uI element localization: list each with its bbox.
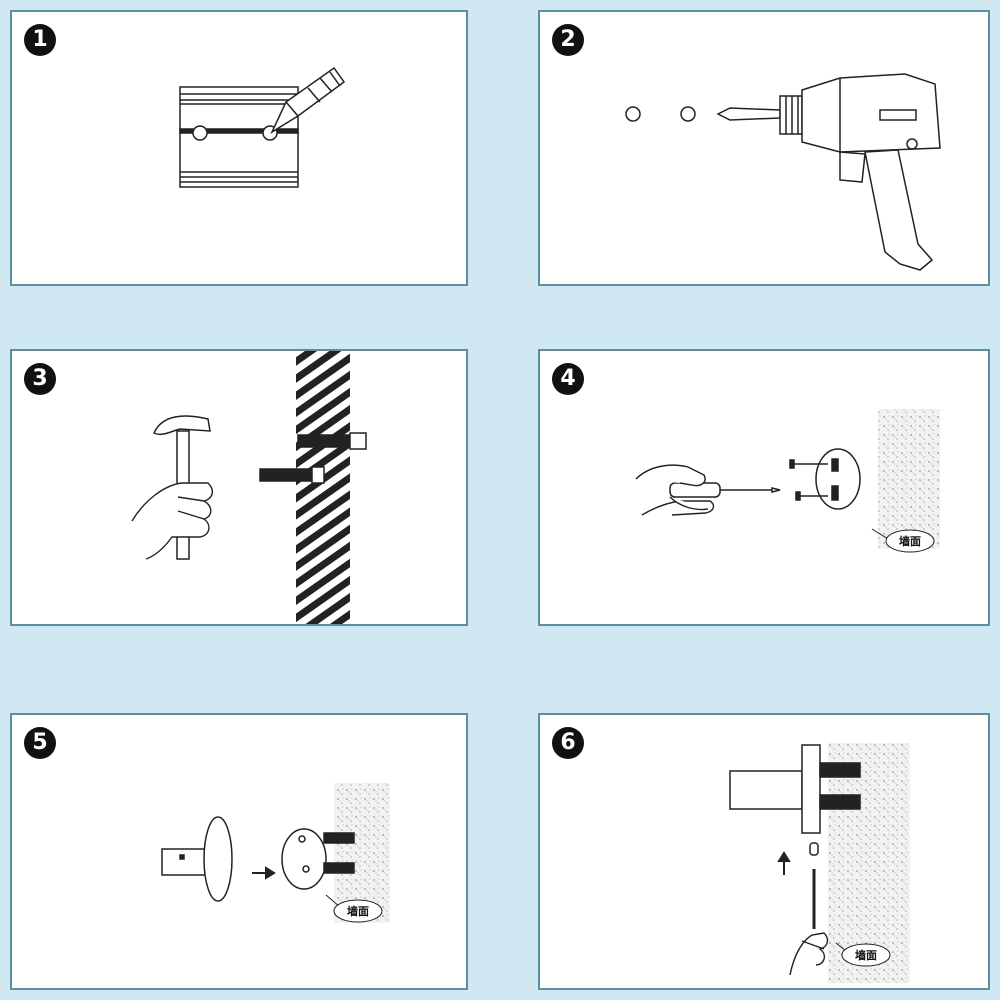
wall-label: 墙面 — [871, 528, 935, 553]
hand-icon — [789, 932, 829, 976]
pencil-icon — [270, 66, 346, 134]
step-4-panel: 4 — [538, 349, 990, 626]
hand-icon — [635, 464, 715, 516]
step-3-badge: 3 — [24, 363, 56, 395]
drill-hole-icon — [625, 106, 696, 122]
wall-anchor-icon — [259, 432, 367, 484]
step-3-illustration — [131, 351, 367, 624]
step-5-illustration: 墙面 — [161, 783, 390, 923]
wall-label: 墙面 — [325, 894, 383, 923]
step-5-badge: 5 — [24, 727, 56, 759]
screwdriver-icon — [669, 482, 781, 498]
step-2-panel: 2 — [538, 10, 990, 286]
arrow-right-icon — [252, 866, 276, 880]
step-2-illustration — [625, 73, 941, 271]
step-1-panel: 1 — [10, 10, 468, 286]
wall-label-text: 墙面 — [855, 948, 877, 962]
wall-texture-icon — [828, 743, 910, 983]
step-3-panel: 3 — [10, 349, 468, 626]
step-1-badge: 1 — [24, 24, 56, 56]
step-1-illustration — [179, 66, 346, 188]
step-6-illustration: 墙面 — [729, 743, 910, 983]
wall-label-text: 墙面 — [347, 904, 369, 918]
step-4-illustration: 墙面 — [635, 409, 940, 553]
hook-icon — [161, 816, 233, 902]
wall-label: 墙面 — [835, 942, 891, 967]
step-4-badge: 4 — [552, 363, 584, 395]
step-2-badge: 2 — [552, 24, 584, 56]
screw-icon — [789, 459, 828, 501]
hatched-wall-icon — [296, 351, 350, 624]
hand-icon — [131, 482, 214, 560]
wall-label-text: 墙面 — [899, 534, 921, 548]
step-6-badge: 6 — [552, 727, 584, 759]
round-base-icon — [815, 448, 861, 510]
arrow-up-icon — [777, 851, 791, 875]
set-screw-icon — [809, 842, 819, 856]
hook-icon — [729, 744, 861, 834]
round-base-icon — [281, 828, 355, 890]
step-5-panel: 5 — [10, 713, 468, 990]
step-6-panel: 6 — [538, 713, 990, 990]
wall-texture-icon — [878, 409, 940, 549]
electric-drill-icon — [716, 73, 941, 271]
mounting-plate-icon — [179, 86, 299, 188]
